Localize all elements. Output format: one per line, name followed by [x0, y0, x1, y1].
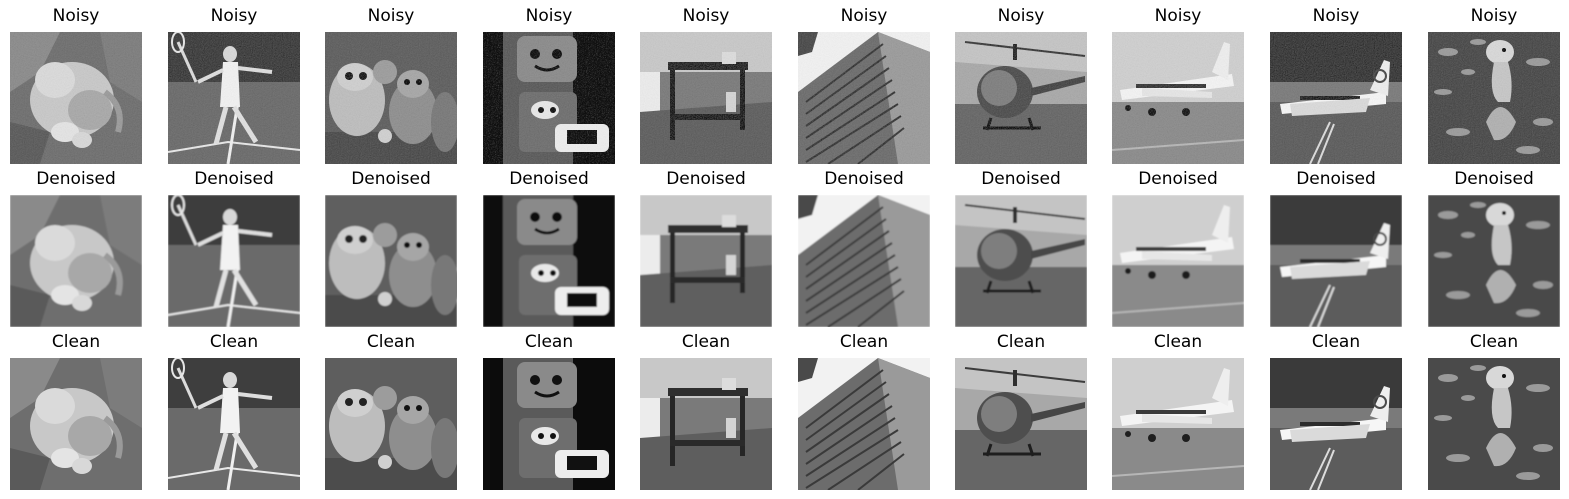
panel-title: Noisy: [682, 6, 730, 26]
panel-title: Denoised: [509, 169, 589, 189]
panel-denoised-bird-water: Denoised: [1428, 164, 1560, 327]
panel-noisy-airplane-white: Noisy: [1112, 1, 1244, 164]
panel-title: Denoised: [981, 169, 1061, 189]
image-robot-toy: [483, 195, 615, 327]
image-helicopter: [955, 358, 1087, 490]
image-cat: [10, 32, 142, 164]
panel-denoised-tennis-player: Denoised: [168, 164, 300, 327]
image-toys: [325, 32, 457, 164]
image-airplane-white: [1112, 195, 1244, 327]
panel-denoised-cat: Denoised: [10, 164, 142, 327]
panel-title: Clean: [51, 332, 101, 352]
panel-title: Noisy: [840, 6, 888, 26]
panel-title: Noisy: [997, 6, 1045, 26]
image-airplane-white: [1112, 358, 1244, 490]
panel-denoised-building: Denoised: [798, 164, 930, 327]
panel-title: Noisy: [1312, 6, 1360, 26]
panel-clean-bird-water: Clean: [1428, 327, 1560, 490]
image-tennis-player: [168, 32, 300, 164]
image-table: [640, 358, 772, 490]
image-tennis-player: [168, 195, 300, 327]
image-toys: [325, 358, 457, 490]
panel-clean-robot-toy: Clean: [483, 327, 615, 490]
panel-title: Clean: [366, 332, 416, 352]
panel-title: Denoised: [1138, 169, 1218, 189]
panel-noisy-airplane-runway: Noisy: [1270, 1, 1402, 164]
panel-denoised-airplane-white: Denoised: [1112, 164, 1244, 327]
panel-noisy-robot-toy: Noisy: [483, 1, 615, 164]
panel-title: Denoised: [194, 169, 274, 189]
panel-title: Noisy: [1154, 6, 1202, 26]
image-tennis-player: [168, 358, 300, 490]
image-bird-water: [1428, 32, 1560, 164]
image-bird-water: [1428, 358, 1560, 490]
panel-title: Noisy: [210, 6, 258, 26]
panel-clean-building: Clean: [798, 327, 930, 490]
panel-clean-airplane-white: Clean: [1112, 327, 1244, 490]
panel-clean-airplane-runway: Clean: [1270, 327, 1402, 490]
panel-title: Denoised: [666, 169, 746, 189]
panel-noisy-helicopter: Noisy: [955, 1, 1087, 164]
panel-title: Clean: [839, 332, 889, 352]
panel-denoised-airplane-runway: Denoised: [1270, 164, 1402, 327]
panel-title: Clean: [524, 332, 574, 352]
image-building: [798, 32, 930, 164]
panel-title: Noisy: [367, 6, 415, 26]
panel-title: Denoised: [824, 169, 904, 189]
image-building: [798, 195, 930, 327]
image-table: [640, 195, 772, 327]
image-airplane-runway: [1270, 358, 1402, 490]
panel-title: Denoised: [351, 169, 431, 189]
image-bird-water: [1428, 195, 1560, 327]
image-table: [640, 32, 772, 164]
panel-title: Denoised: [1296, 169, 1376, 189]
panel-clean-helicopter: Clean: [955, 327, 1087, 490]
panel-title: Clean: [1469, 332, 1519, 352]
panel-title: Noisy: [1470, 6, 1518, 26]
image-cat: [10, 358, 142, 490]
panel-title: Clean: [996, 332, 1046, 352]
panel-noisy-building: Noisy: [798, 1, 930, 164]
image-cat: [10, 195, 142, 327]
panel-title: Denoised: [1454, 169, 1534, 189]
panel-noisy-toys: Noisy: [325, 1, 457, 164]
panel-title: Noisy: [52, 6, 100, 26]
panel-noisy-bird-water: Noisy: [1428, 1, 1560, 164]
image-helicopter: [955, 32, 1087, 164]
image-robot-toy: [483, 32, 615, 164]
panel-title: Clean: [1311, 332, 1361, 352]
panel-noisy-table: Noisy: [640, 1, 772, 164]
panel-denoised-toys: Denoised: [325, 164, 457, 327]
panel-title: Clean: [1153, 332, 1203, 352]
panel-clean-table: Clean: [640, 327, 772, 490]
image-airplane-runway: [1270, 195, 1402, 327]
image-airplane-white: [1112, 32, 1244, 164]
panel-clean-tennis-player: Clean: [168, 327, 300, 490]
panel-clean-toys: Clean: [325, 327, 457, 490]
panel-denoised-helicopter: Denoised: [955, 164, 1087, 327]
image-robot-toy: [483, 358, 615, 490]
image-helicopter: [955, 195, 1087, 327]
panel-title: Clean: [209, 332, 259, 352]
panel-denoised-table: Denoised: [640, 164, 772, 327]
image-toys: [325, 195, 457, 327]
panel-clean-cat: Clean: [10, 327, 142, 490]
panel-noisy-tennis-player: Noisy: [168, 1, 300, 164]
panel-title: Clean: [681, 332, 731, 352]
panel-noisy-cat: Noisy: [10, 1, 142, 164]
panel-title: Noisy: [525, 6, 573, 26]
panel-denoised-robot-toy: Denoised: [483, 164, 615, 327]
panel-title: Denoised: [36, 169, 116, 189]
image-building: [798, 358, 930, 490]
image-airplane-runway: [1270, 32, 1402, 164]
